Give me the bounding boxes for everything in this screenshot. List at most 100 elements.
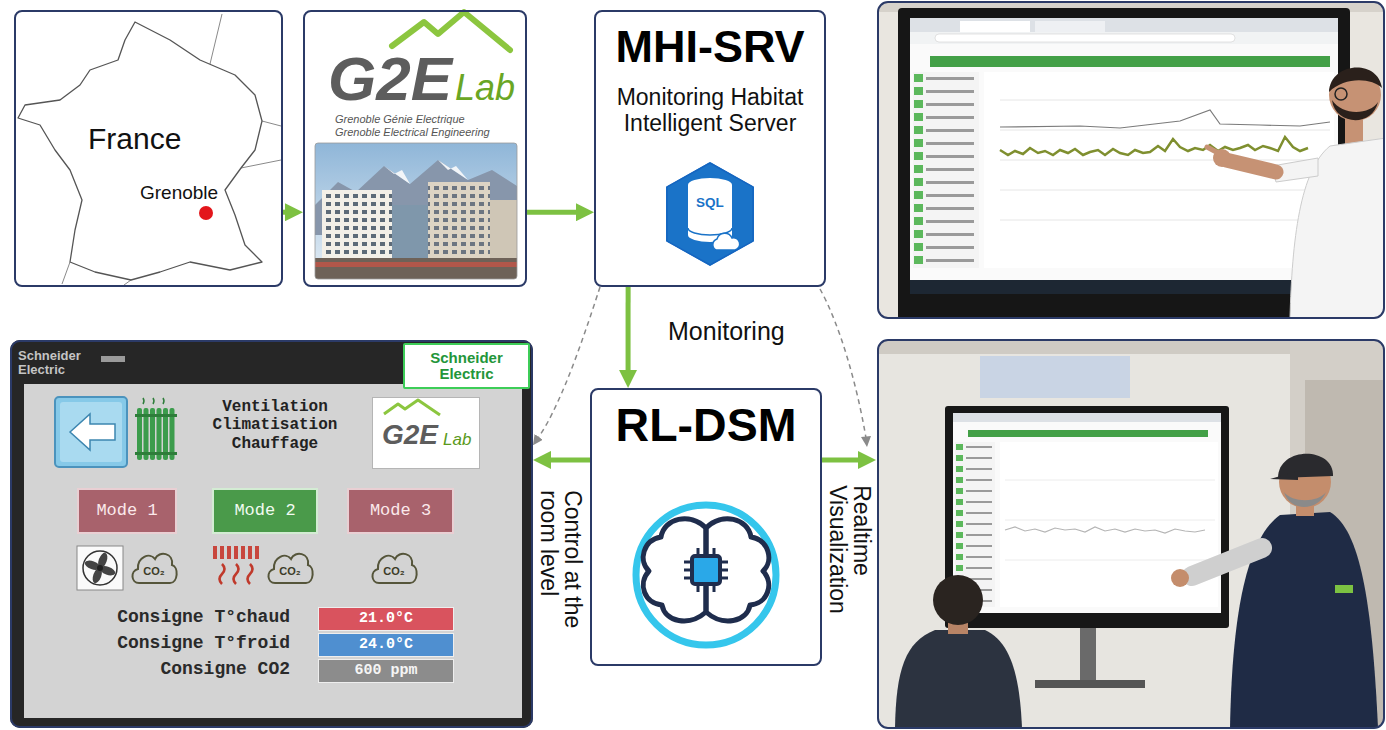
co2-icon: CO₂ [130,548,178,588]
lab-logo-mark [392,12,510,50]
free-label-slot: Realtime Visualization [826,485,874,635]
photo-monitoring-screen [1000,110,1330,128]
text-slot: Grenoble Electrical Engineering [335,126,490,139]
ai-brain-icon [692,556,720,584]
photo-frame [315,143,517,279]
co2-icon: CO₂ [266,548,314,588]
photo-monitoring-screen [1226,160,1276,172]
server-panel: MHI-SRV Monitoring Habitat Intelligent Se… [594,10,826,287]
text-slot: MHI-SRV [596,22,824,72]
photo-monitoring-screen [935,34,1235,42]
photo-visualization-room [1284,492,1326,507]
control-touchscreen [135,452,177,455]
text-slot: Consigne CO2 [95,660,290,680]
text-slot: Lab [455,70,515,106]
icon-text: CO₂ [143,565,164,577]
flow-arrow [545,457,590,462]
panel-title: RL-DSM [592,400,820,451]
photo-visualization-room [980,356,1130,398]
photo-visualization-room [933,575,983,625]
photo-monitoring-screen [930,56,1330,67]
photo-monitoring-screen [1335,88,1347,100]
text-slot: Ventilation Climatisation Chauffage [205,398,345,453]
setpoint-label: Consigne CO2 [95,660,290,680]
visualization-arrow [858,451,876,469]
flow-arrow [527,210,582,215]
france-map [199,206,213,220]
photo-monitoring-screen [878,2,1384,318]
photo-visualization-room [1335,585,1353,593]
visualization-arrow [820,289,866,438]
photo-visualization-room [1005,527,1205,533]
visualization-arrow [822,458,864,463]
control-touchscreen [97,565,103,571]
setpoint-value: 600 ppm [318,659,454,683]
photo-monitoring-screen [1000,100,1330,220]
lab-building-photo [315,262,517,267]
control-touchscreen [77,546,123,590]
lab-name: Grenoble Génie Electrique [335,113,465,126]
lab-name: Grenoble Electrical Engineering [335,126,490,139]
edge-label-slot: Control at the room level [537,490,585,640]
visualization-arrow [861,436,871,447]
panel-subtitle: Monitoring Habitat Intelligent Server [596,84,824,137]
text-slot: Consigne T°froid [95,634,290,654]
edge-label: Monitoring [668,318,785,344]
text-slot: Grenoble Génie Electrique [335,113,465,126]
photo-visualization-room [895,630,1022,728]
ai-brain-icon [636,505,776,645]
control-touchscreen [227,546,231,559]
photo-visualization-room [1035,680,1145,688]
lab-panel: G2ELabGrenoble Génie ElectriqueGrenoble … [303,10,527,287]
control-panel: Schneider ElectricVentilation Climatisat… [10,340,533,728]
lab-building-photo [490,200,517,260]
control-touchscreen [248,546,252,559]
photo-monitoring-screen [913,72,979,268]
brand-logo: Schneider Electric [18,349,98,378]
photo-visualization-room [968,430,1208,437]
button-label: Mode 2 [234,502,295,521]
brand-logo: Schneider Electric [409,350,524,382]
text-slot: Lab [443,431,471,448]
text-slot: G2E [382,421,438,449]
setpoint-value-text: 24.0°C [359,637,413,654]
setpoint-label: Consigne T°chaud [95,608,290,628]
text-slot: SQL [666,196,754,211]
cloud-outline [372,554,416,583]
lab-building-photo [315,258,517,279]
control-touchscreen [255,546,259,559]
text-slot: Schneider Electric [18,349,98,378]
control-touchscreen [372,397,480,469]
logo-word: G2E [328,48,452,110]
photo-visualization-room [1005,480,1215,560]
lab-building-photo [384,160,468,184]
co2-icon: CO₂ [370,548,418,588]
text-slot: RL-DSM [592,400,820,451]
photo-frame [878,2,1384,318]
cloud-outline [132,554,176,583]
control-touchscreen [70,414,115,450]
sql-database-icon [688,178,732,192]
photo-visualization-room [953,413,1221,422]
photo-visualization-room [878,340,1384,728]
photo-visualization-room [1080,628,1096,684]
flow-arrow [626,287,631,376]
panel-title: MHI-SRV [596,22,824,72]
control-touchscreen [10,340,533,728]
setpoint-value-text: 21.0°C [359,611,413,628]
ai-brain-icon [636,505,776,645]
screen-title: Ventilation Climatisation Chauffage [205,398,345,453]
control-touchscreen [24,384,522,718]
mode-button: Mode 1 [77,488,177,534]
mode-button: Mode 2 [212,488,318,534]
france-map [18,14,281,285]
text-slot: G2E [328,48,452,110]
photo-monitoring-screen [910,32,1338,44]
visualization-arrow [820,289,876,469]
photo-visualization-room [1171,569,1189,587]
control-touchscreen [101,356,125,362]
lab-logo-box: G2E Lab [372,397,480,469]
text-slot: Monitoring Habitat Intelligent Server [596,84,824,137]
photo-monitoring-screen [910,18,1338,280]
photo-monitoring-screen [1207,147,1220,154]
